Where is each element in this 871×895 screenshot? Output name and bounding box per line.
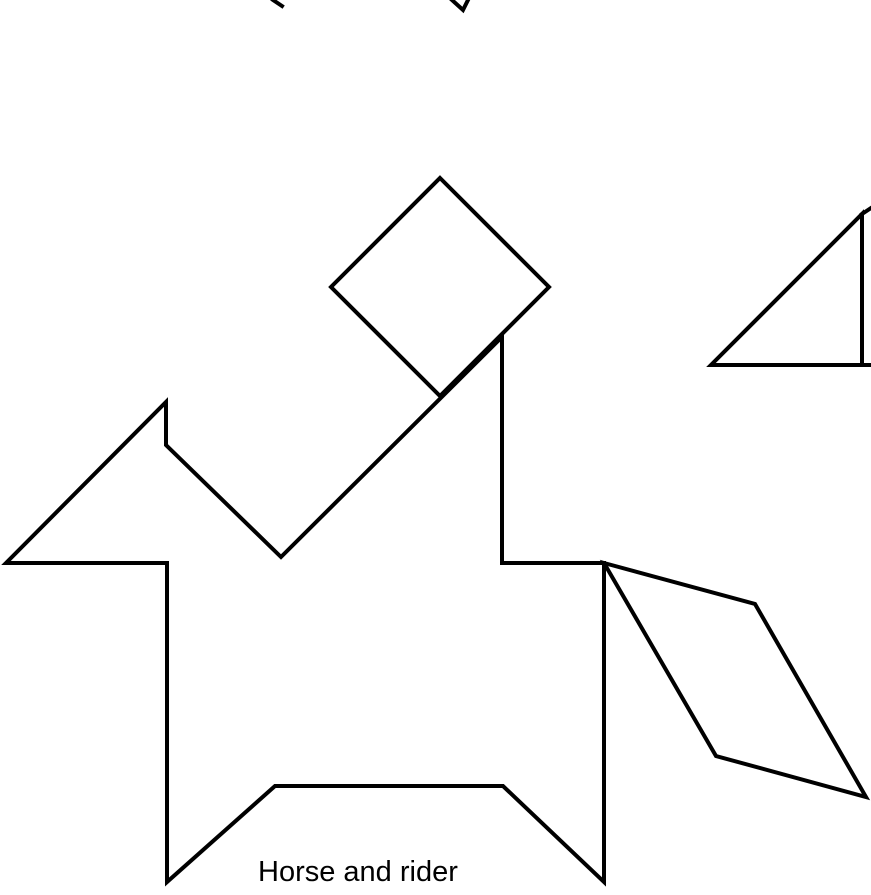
tail-parallelogram	[604, 563, 866, 797]
rider-head-square	[331, 178, 549, 396]
top-fragment-right	[452, 0, 468, 10]
horse-body-outline	[6, 337, 604, 882]
top-fragment-left	[273, 0, 282, 6]
small-triangle	[711, 214, 871, 365]
triangle-clipped-edge	[862, 208, 871, 214]
figure-caption: Horse and rider	[258, 858, 458, 887]
